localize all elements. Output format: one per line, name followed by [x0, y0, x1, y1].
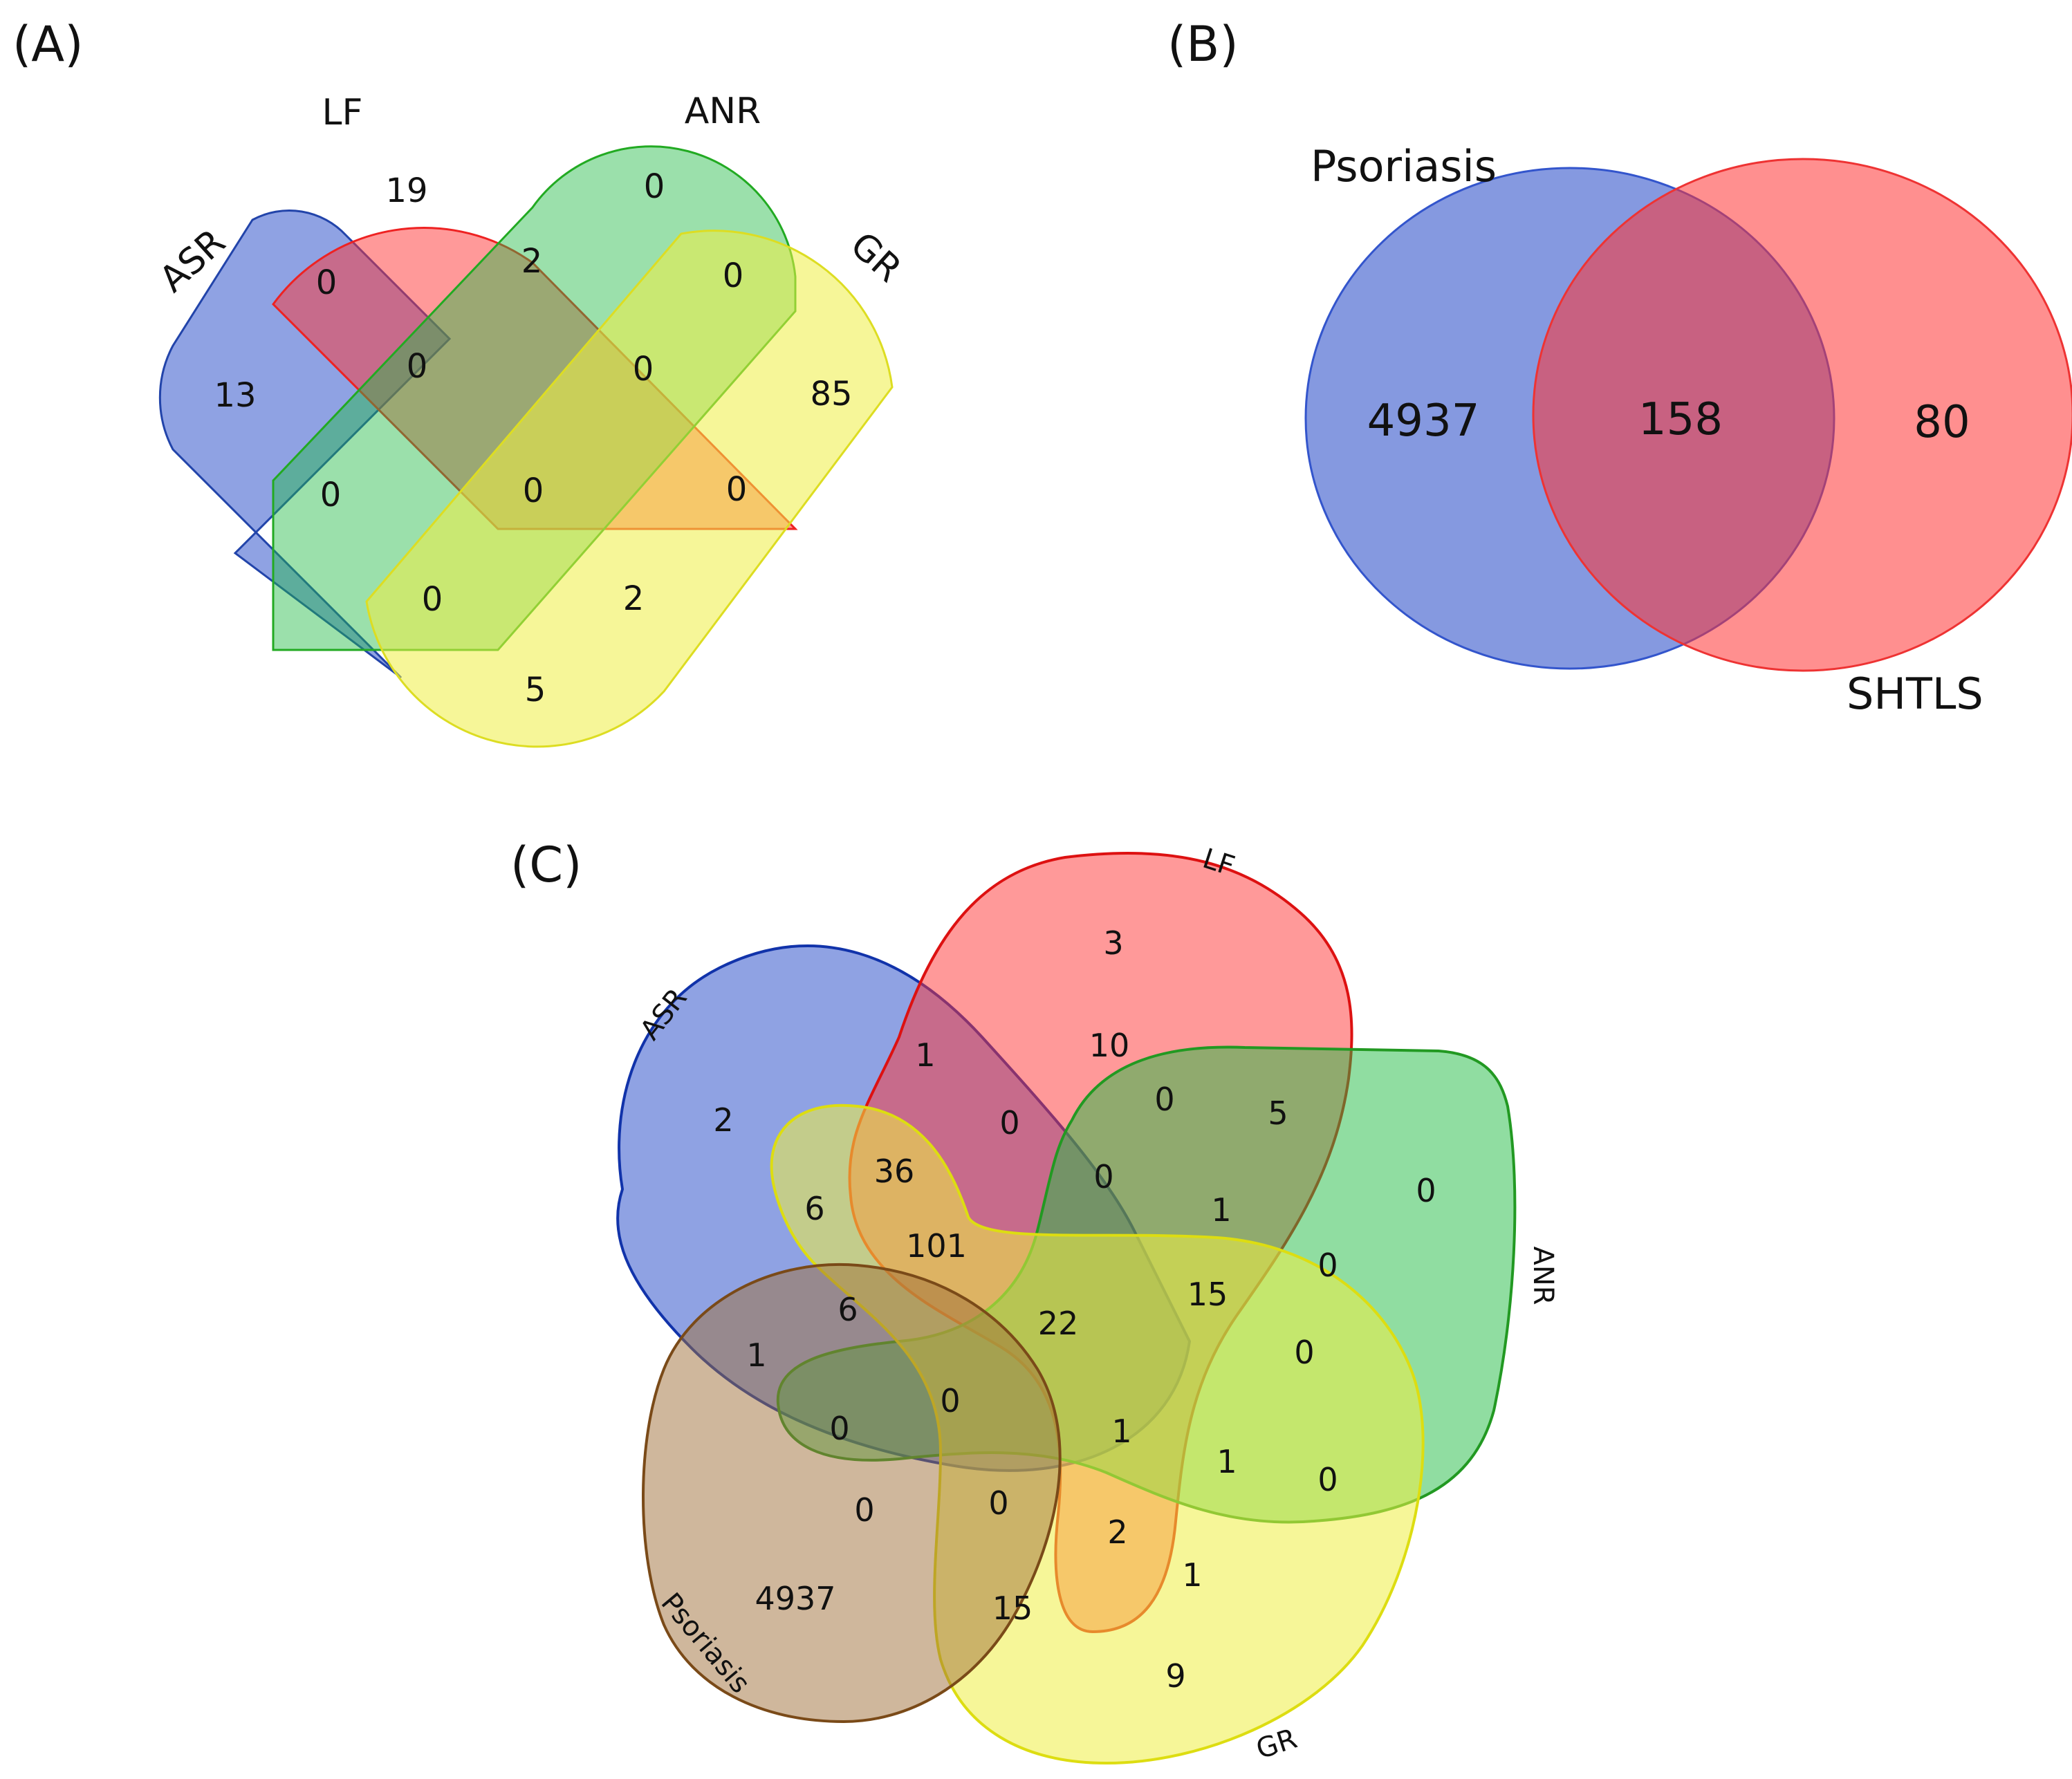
venn-a-region-count: 0: [523, 472, 544, 510]
venn-c-region-count: 0: [1416, 1172, 1436, 1209]
venn-a-region-count: 0: [723, 257, 744, 295]
venn-c-region-count: 3: [1103, 924, 1123, 962]
venn-c-region-count: 6: [804, 1190, 824, 1227]
venn-c-region-count: 6: [838, 1291, 858, 1328]
venn-c-region-count: 0: [1154, 1081, 1174, 1118]
venn-a-label-anr: ANR: [685, 91, 761, 132]
venn-c-region-count: 1: [915, 1036, 935, 1074]
venn-c-region-count: 15: [992, 1590, 1033, 1627]
venn-c-region-count: 1: [1217, 1443, 1237, 1480]
panel-c-label: (C): [510, 837, 582, 893]
venn-b-label-psoriasis: Psoriasis: [1311, 141, 1497, 192]
venn-c-region-count: 36: [874, 1153, 915, 1190]
panel-b: (B) Psoriasis SHTLS 4937 158 80: [1167, 16, 2072, 719]
venn-c-region-count: 1: [1182, 1556, 1202, 1594]
venn-c-region-count: 0: [1294, 1334, 1314, 1371]
panel-c: (C) LF ASR ANR GR Psoriasis 3 1 2 10 0 5…: [510, 837, 1559, 1766]
venn-c-region-count: 101: [906, 1227, 967, 1265]
venn-c-region-count: 0: [940, 1382, 960, 1419]
venn-a-region-count: 0: [316, 263, 337, 302]
venn-a-region-count: 0: [633, 350, 654, 389]
venn-c-region-count: 0: [854, 1491, 874, 1529]
venn-c-region-count: 2: [713, 1101, 733, 1139]
venn-c-region-count: 15: [1187, 1276, 1228, 1313]
venn-a-region-count: 19: [385, 171, 427, 210]
venn-c-region-count: 1: [1211, 1191, 1231, 1229]
venn-c-region-count: 22: [1038, 1305, 1079, 1342]
venn-c-region-count: 9: [1165, 1657, 1185, 1695]
venn-a-region-count: 13: [214, 376, 256, 415]
venn-a-region-count: 0: [407, 347, 428, 386]
venn-c-region-count: 10: [1089, 1027, 1130, 1064]
venn-c-region-count: 0: [1317, 1247, 1338, 1284]
panel-b-label: (B): [1167, 16, 1239, 73]
venn-c-region-count: 0: [988, 1484, 1008, 1522]
venn-b-region-count: 158: [1638, 394, 1723, 445]
venn-c-region-count: 1: [746, 1336, 766, 1374]
venn-c-region-count: 0: [999, 1104, 1019, 1142]
venn-c-region-count: 5: [1268, 1095, 1288, 1132]
venn-a-set-gr: [365, 230, 894, 748]
venn-c-label-gr: GR: [1252, 1723, 1301, 1766]
panel-a-label: (A): [12, 16, 84, 73]
venn-b-label-shtls: SHTLS: [1847, 669, 1983, 719]
venn-a-region-count: 2: [623, 579, 645, 618]
venn-b-set-shtls: [1532, 158, 2072, 672]
venn-c-label-anr: ANR: [1527, 1246, 1559, 1305]
venn-a-label-gr: GR: [842, 224, 909, 290]
venn-a-region-count: 0: [422, 580, 443, 619]
venn-a-region-count: 2: [521, 242, 543, 281]
venn-c-region-count: 1: [1111, 1413, 1131, 1450]
venn-c-region-count: 4937: [755, 1580, 835, 1617]
venn-c-region-count: 0: [1317, 1461, 1338, 1498]
venn-b-region-count: 80: [1914, 397, 1970, 448]
venn-a-region-count: 0: [320, 476, 342, 514]
venn-a-region-count: 0: [644, 167, 665, 206]
venn-a-region-count: 85: [810, 375, 852, 413]
venn-a-region-count: 0: [726, 470, 748, 509]
venn-c-region-count: 0: [1093, 1158, 1113, 1195]
venn-c-set-psoriasis: [642, 1263, 1062, 1724]
venn-c-region-count: 2: [1107, 1513, 1127, 1551]
venn-a-region-count: 5: [525, 671, 546, 709]
venn-c-region-count: 0: [829, 1410, 849, 1447]
venn-a-label-lf: LF: [322, 92, 363, 133]
panel-a: (A) LF ANR ASR GR 19 0 13 85 0 2 0 0 0 0…: [12, 16, 909, 748]
venn-b-region-count: 4937: [1367, 395, 1480, 447]
